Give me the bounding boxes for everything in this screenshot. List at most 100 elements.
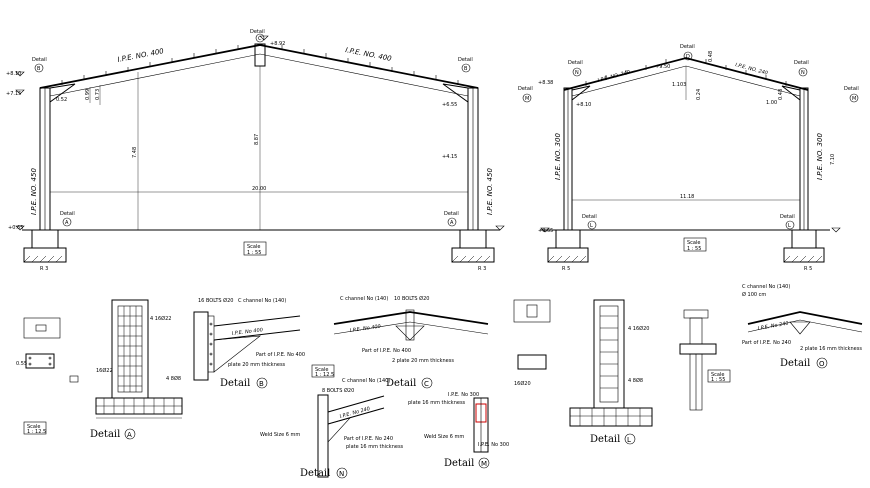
column-label-right-2: I.P.E. NO. 300 [816,133,824,180]
dim-span-2: 11.18 [680,194,694,200]
detail-label-top: Detail [250,29,265,35]
detail-label-tr: Detail [458,57,473,63]
detail-letter-l-left: L [590,223,593,229]
footing-right-frame2 [791,229,817,249]
level-ridge: +8.92 [270,41,285,47]
dim-left-height: 7.48 [132,147,138,158]
detail-marker-L-right [785,220,795,230]
detail-O-note-1: C channel No (140) [742,284,790,290]
dim-small-2: 0.99 [85,89,91,100]
detail-letter-bl: A [65,220,69,226]
detail-A-title: Detail [90,429,120,440]
detail-letter-n-left: N [575,70,579,76]
scale-box-right [683,237,707,252]
detail-N: Detail N C channel No (140) I.P.E. No 24… [260,378,404,479]
detail-N-title: Detail [300,468,330,479]
detail-L-title: Detail [590,434,620,445]
detail-A-scale-value: 1 : 12.5 [27,429,46,435]
detail-L-note-3: 4 8Ø8 [628,377,643,384]
column-label-left: I.P.E. NO. 450 [30,168,38,215]
footing-left-frame2 [555,229,581,249]
detail-label-n-left: Detail [568,60,583,66]
detail-letter-l-right: L [788,223,791,229]
detail-marker-C-left [255,33,265,43]
detail-B-title: Detail [220,378,250,389]
detail-C-note-3: Part of I.P.E. No 400 [362,348,411,354]
detail-A-note-4: 0.55 [16,361,27,367]
detail-N-letter: N [339,470,344,478]
detail-A-scale-label: Scale [27,424,40,430]
scale-value-right: 1 : 55 [687,246,701,252]
frame-right: I.P.E. NO. 240 I.P.E. NO. 240 I.P.E. NO.… [518,44,859,272]
detail-marker-N-right [798,67,808,77]
detail-label-l-right: Detail [780,214,795,220]
dim-top-4: 1.00 [766,100,777,106]
detail-marker-B [34,63,44,73]
rafter-right-frame [563,57,809,91]
dim-top-2: 1.103 [672,82,686,88]
detail-L-note-1: 4 16Ø20 [628,325,649,332]
detail-M-note-1: I.P.E. No 300 [448,392,479,398]
detail-letter-m-right: M [852,96,856,102]
detail-letter-m-left: M [525,96,529,102]
detail-A-letter: A [127,431,132,439]
detail-N-note-6: 8 BOLTS Ø20 [322,387,354,394]
column-label-right: I.P.E. NO. 450 [486,168,494,215]
level-eave-2: +8.38 [538,80,553,86]
detail-label-m-right: Detail [844,86,859,92]
scale-label-right: Scale [687,240,700,246]
detail-O-note-4: 2 plate 16 mm thickness [800,346,862,352]
detail-marker-L-left [587,220,597,230]
detail-B-note-5: 16 BOLTS Ø20 [198,297,233,304]
detail-B-note-1: I.P.E. No 400 [232,327,264,337]
dim-small-3: 0.73 [95,89,101,100]
level-crane: +4.15 [442,154,457,160]
detail-O-note-2: I.P.E. No 240 [757,321,789,332]
dim-left-height-2: 7.10 [830,154,836,165]
scale-label-left: Scale [247,244,260,250]
dim-top-1: 0.48 [708,51,714,62]
detail-letter-tl: B [37,66,41,72]
detail-letter-n-right: N [801,70,805,76]
detail-A-note-1: 4 16Ø22 [150,315,171,322]
detail-letter-br: A [450,220,454,226]
footing-left [31,229,59,249]
detail-M-note-2: plate 16 mm thickness [408,400,466,406]
detail-N-note-3: Part of I.P.E. No 240 [344,436,393,442]
detail-label-n-right: Detail [794,60,809,66]
footing-label-right: R 3 [478,266,486,272]
detail-O-scale-value: 1 : 55 [711,377,725,383]
detail-N-note-2: I.P.E. No 240 [339,406,371,420]
detail-O-note-3: Part of I.P.E. No 240 [742,340,791,346]
footing-label-left: R 3 [40,266,48,272]
rafter-label-left: I.P.E. NO. 400 [117,47,165,64]
level-ridge-2: +9.50 [655,64,670,70]
detail-C-note-2: I.P.E. No 400 [349,324,381,334]
detail-label-br: Detail [444,211,459,217]
level-base: +0.65 [8,225,23,231]
detail-M: Detail M I.P.E. No 300 plate 16 mm thick… [408,392,509,469]
level-haunch: +7.15 [6,91,21,97]
detail-N-note-4: plate 16 mm thickness [346,444,404,450]
column-label-left-2: I.P.E. NO. 300 [554,133,562,180]
level-eave: +8.10 [6,71,21,77]
dim-top-5: 0.48 [778,89,784,100]
detail-C: Detail C Scale 1 : 12.5 C channel No (14… [311,295,489,389]
detail-label-bl: Detail [60,211,75,217]
detail-label-m-left: Detail [518,86,533,92]
detail-M-letter: M [481,460,487,468]
detail-C-scale-value: 1 : 12.5 [315,372,334,378]
detail-O: Detail O Scale 1 : 55 C channel No (140)… [679,284,862,411]
detail-label-l-left: Detail [582,214,597,220]
detail-A: Detail A Scale 1 : 12.5 4 16Ø22 16Ø22 4 … [16,299,183,440]
detail-C-title: Detail [386,378,416,389]
detail-N-note-1: C channel No (140) [342,378,390,384]
dim-small-1: 0.52 [56,97,67,103]
scale-box-left [243,241,267,256]
dim-ridge-height: 8.87 [254,134,260,145]
detail-marker-B-right [461,63,471,73]
footing-label-right-2: R 5 [804,266,812,272]
detail-B-letter: B [259,380,264,388]
footing-label-left-2: R 5 [562,266,570,272]
